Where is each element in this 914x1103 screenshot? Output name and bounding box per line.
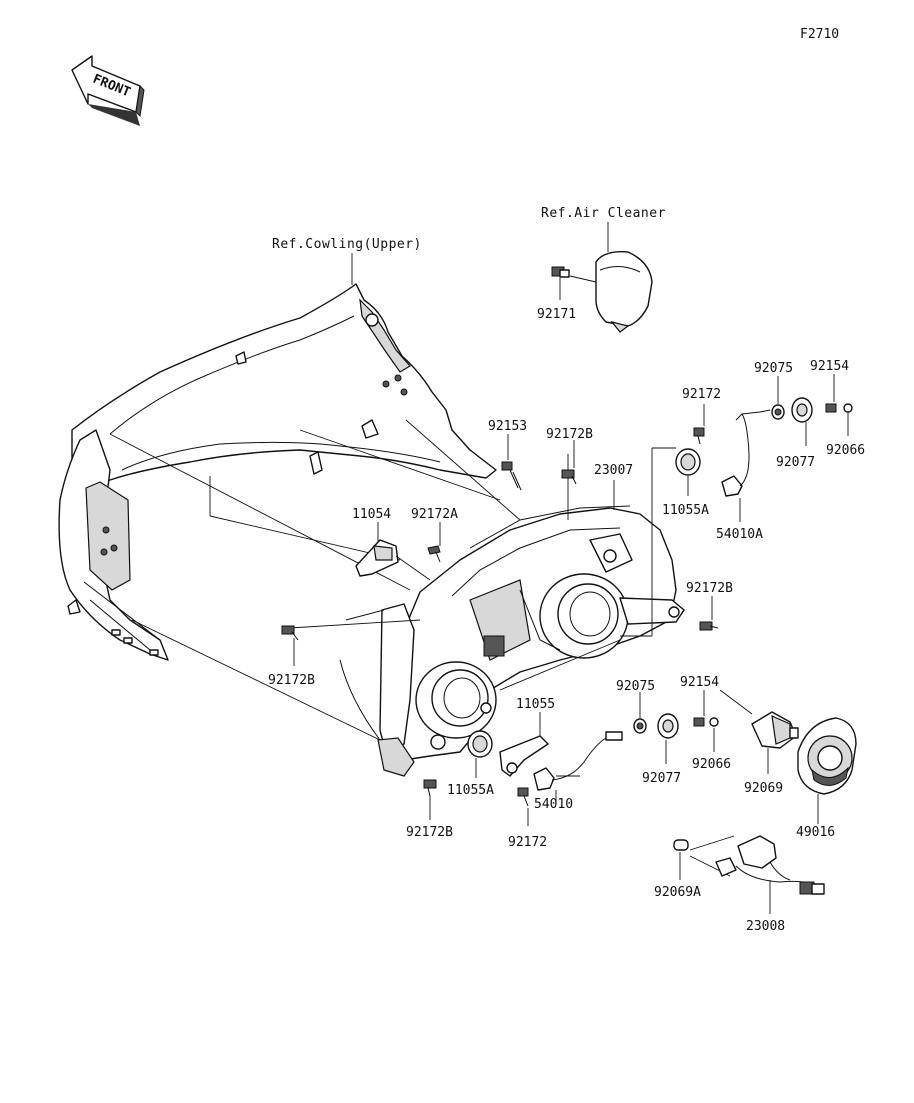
- label-92172A: 92172A: [411, 507, 458, 522]
- socket-11055A-top: [675, 448, 701, 496]
- figure-code: F2710: [800, 27, 839, 42]
- label-92154-mid: 92154: [680, 675, 719, 690]
- label-54010: 54010: [534, 797, 573, 812]
- cowling-upper: [58, 283, 497, 661]
- screw-92172B-top: [561, 440, 577, 485]
- screw-92172B-bottom: [423, 779, 437, 820]
- screw-92172-top: [693, 404, 705, 445]
- screw-92154-top: [825, 374, 837, 413]
- label-11055A-top: 11055A: [662, 503, 709, 518]
- bulb-socket-54010A: [721, 409, 771, 522]
- cover-49016: [797, 717, 857, 824]
- screw-92172B-right: [699, 596, 719, 631]
- bracket-11055: [499, 639, 621, 777]
- label-92172B-left: 92172B: [268, 673, 315, 688]
- label-92154-top: 92154: [810, 359, 849, 374]
- label-92172B-bottom: 92172B: [406, 825, 453, 840]
- label-92172-top: 92172: [682, 387, 721, 402]
- ref-cowling-upper: Ref.Cowling(Upper): [272, 237, 422, 252]
- bulb-92069A: [673, 839, 689, 880]
- washer-92075-mid: [633, 692, 647, 734]
- screw-92172A: [427, 522, 441, 563]
- label-92077-mid: 92077: [642, 771, 681, 786]
- label-49016: 49016: [796, 825, 835, 840]
- screw-92172-bottom: [517, 787, 529, 826]
- label-92077-top: 92077: [776, 455, 815, 470]
- grommet-92077-top: [791, 397, 813, 446]
- front-arrow-icon: FRONT: [71, 55, 145, 126]
- label-23008: 23008: [746, 919, 785, 934]
- label-23007: 23007: [594, 463, 633, 478]
- label-92172B-right: 92172B: [686, 581, 733, 596]
- collar-92066-mid: [709, 717, 719, 752]
- grommet-92077-mid: [657, 713, 679, 764]
- label-11055A-bottom: 11055A: [447, 783, 494, 798]
- label-92069: 92069: [744, 781, 783, 796]
- headlight-assembly-23007: [339, 505, 685, 777]
- washer-92075-top: [771, 376, 785, 420]
- harness-23008: [715, 835, 825, 914]
- clip-92171: [551, 266, 570, 300]
- bracket-11054: [355, 522, 431, 581]
- label-92066-mid: 92066: [692, 757, 731, 772]
- label-92171: 92171: [537, 307, 576, 322]
- collar-92066-top: [843, 403, 853, 436]
- bolt-92153: [501, 434, 522, 491]
- label-11055: 11055: [516, 697, 555, 712]
- label-92172-bottom: 92172: [508, 835, 547, 850]
- label-92069A: 92069A: [654, 885, 701, 900]
- label-92066-top: 92066: [826, 443, 865, 458]
- air-cleaner-cover: [569, 251, 653, 333]
- label-92075-mid: 92075: [616, 679, 655, 694]
- bulb-socket-54010: [533, 731, 623, 802]
- label-54010A: 54010A: [716, 527, 763, 542]
- label-92153: 92153: [488, 419, 527, 434]
- label-11054: 11054: [352, 507, 391, 522]
- screw-92154-mid: [693, 690, 705, 727]
- screw-92172B-left: [281, 625, 299, 666]
- label-92172B-top: 92172B: [546, 427, 593, 442]
- label-92075-top: 92075: [754, 361, 793, 376]
- bulb-92069: [751, 711, 799, 774]
- socket-11055A-bottom: [467, 730, 493, 778]
- ref-air-cleaner: Ref.Air Cleaner: [541, 206, 666, 221]
